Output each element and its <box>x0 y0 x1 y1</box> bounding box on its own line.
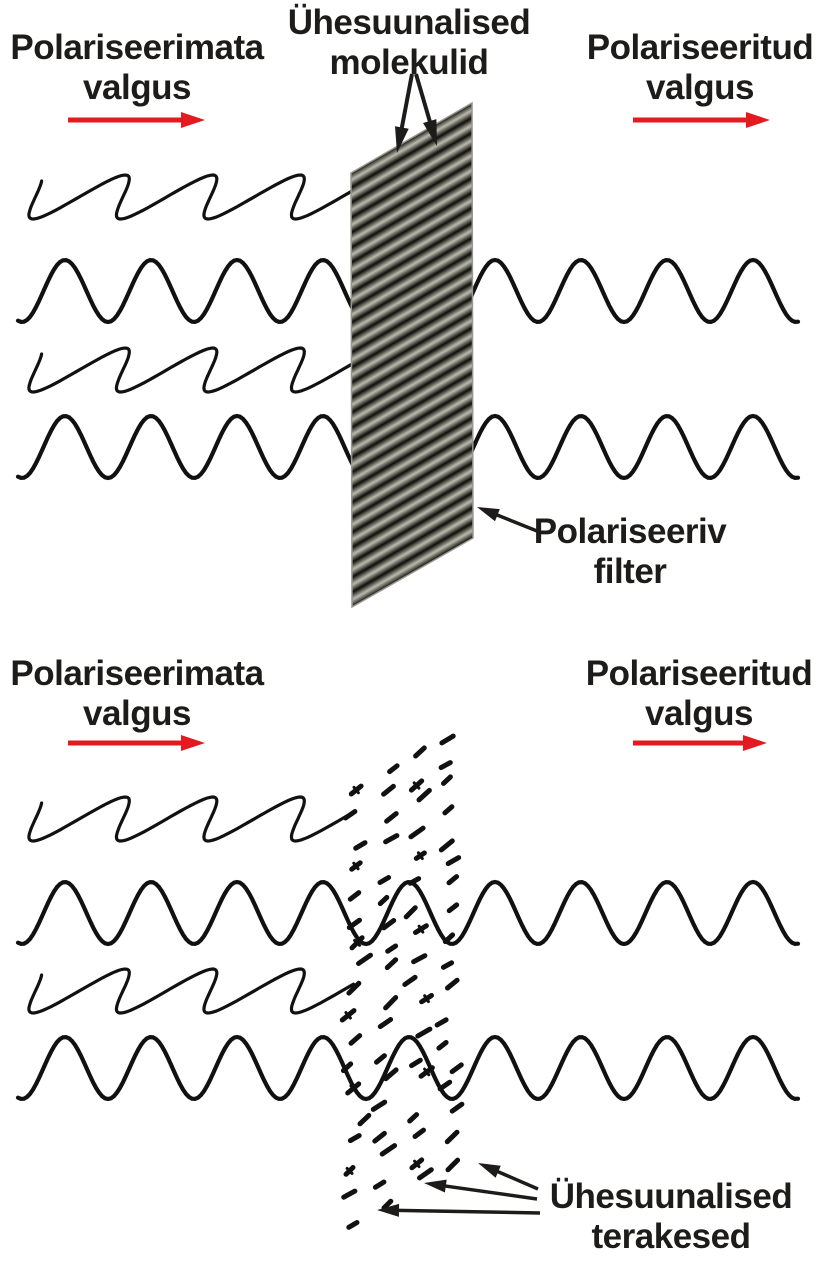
top-right-direction-arrow <box>633 112 770 128</box>
bottom-right-direction-arrow <box>633 735 767 751</box>
bottom-unpolarized-light-label: Polariseerimata valgus <box>10 654 264 733</box>
top-sine-wave-2-left <box>15 413 363 481</box>
filter-pointer-arrow <box>477 507 538 533</box>
polarizing-filter <box>350 101 474 609</box>
bottom-left-direction-arrow <box>68 735 205 751</box>
molecules-pointer-arrow-right <box>414 73 437 146</box>
molecules-pointer-arrow-left <box>395 73 414 153</box>
bottom-diagonal-wave-2 <box>27 967 356 1015</box>
top-diagonal-wave-2 <box>27 346 370 394</box>
top-sine-wave-2-right <box>462 413 801 481</box>
grains-pointer-arrow-2 <box>424 1179 538 1201</box>
top-polarized-light-label: Polariseeritud valgus <box>586 28 814 107</box>
bottom-diagonal-wave-1 <box>27 795 356 843</box>
aligned-molecules-label: Ühesuunalised molekulid <box>287 3 531 82</box>
bottom-polarized-light-label: Polariseeritud valgus <box>585 654 813 733</box>
top-sine-wave-1-left <box>15 257 363 325</box>
bottom-sine-wave-2 <box>15 1034 801 1102</box>
bottom-sine-wave-1 <box>15 879 801 947</box>
top-left-direction-arrow <box>68 112 205 128</box>
top-diagonal-wave-1 <box>27 173 370 221</box>
grains-pointer-arrow-3 <box>377 1203 541 1217</box>
aligned-grains-label: Ühesuunalised terakesed <box>549 1177 793 1256</box>
top-unpolarized-light-label: Polariseerimata valgus <box>10 28 264 107</box>
top-sine-wave-1-right <box>462 257 801 325</box>
aligned-grains-field <box>339 733 465 1230</box>
polarizing-filter-label: Polariseeriv filter <box>533 512 727 591</box>
grains-pointer-arrow-1 <box>478 1163 539 1191</box>
